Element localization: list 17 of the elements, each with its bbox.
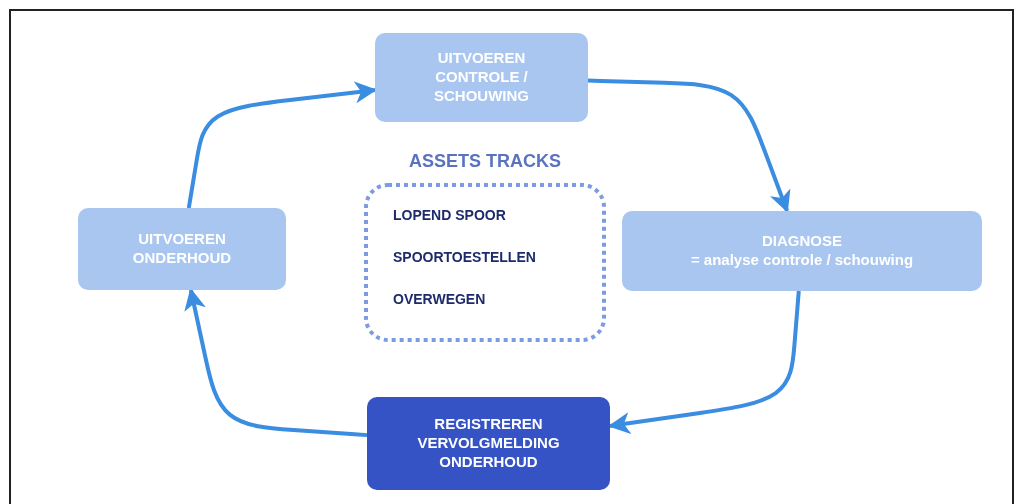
process-box xyxy=(375,33,588,122)
box-title: UITVOEREN CONTROLE / SCHOUWING xyxy=(433,49,530,106)
asset-item-text: LOPEND SPOOR xyxy=(393,207,506,223)
asset-item-text: OVERWEGEN xyxy=(393,291,486,307)
box-title: DIAGNOSE xyxy=(762,232,842,251)
process-box xyxy=(622,211,982,291)
curved-arrow xyxy=(587,78,791,213)
group-heading-text: ASSETS TRACKS xyxy=(409,151,561,171)
curved-arrow xyxy=(608,290,801,434)
curved-arrow xyxy=(184,288,368,438)
curved-arrow xyxy=(186,81,377,209)
box-title: UITVOEREN ONDERHOUD xyxy=(131,230,233,268)
box-subtitle: = analyse controle / schouwing xyxy=(690,251,914,270)
process-box xyxy=(367,397,610,490)
asset-item-text: SPOORTOESTELLEN xyxy=(393,249,536,265)
box-title: REGISTREREN VERVOLGMELDING ONDERHOUD xyxy=(416,415,561,472)
process-box xyxy=(78,208,286,290)
